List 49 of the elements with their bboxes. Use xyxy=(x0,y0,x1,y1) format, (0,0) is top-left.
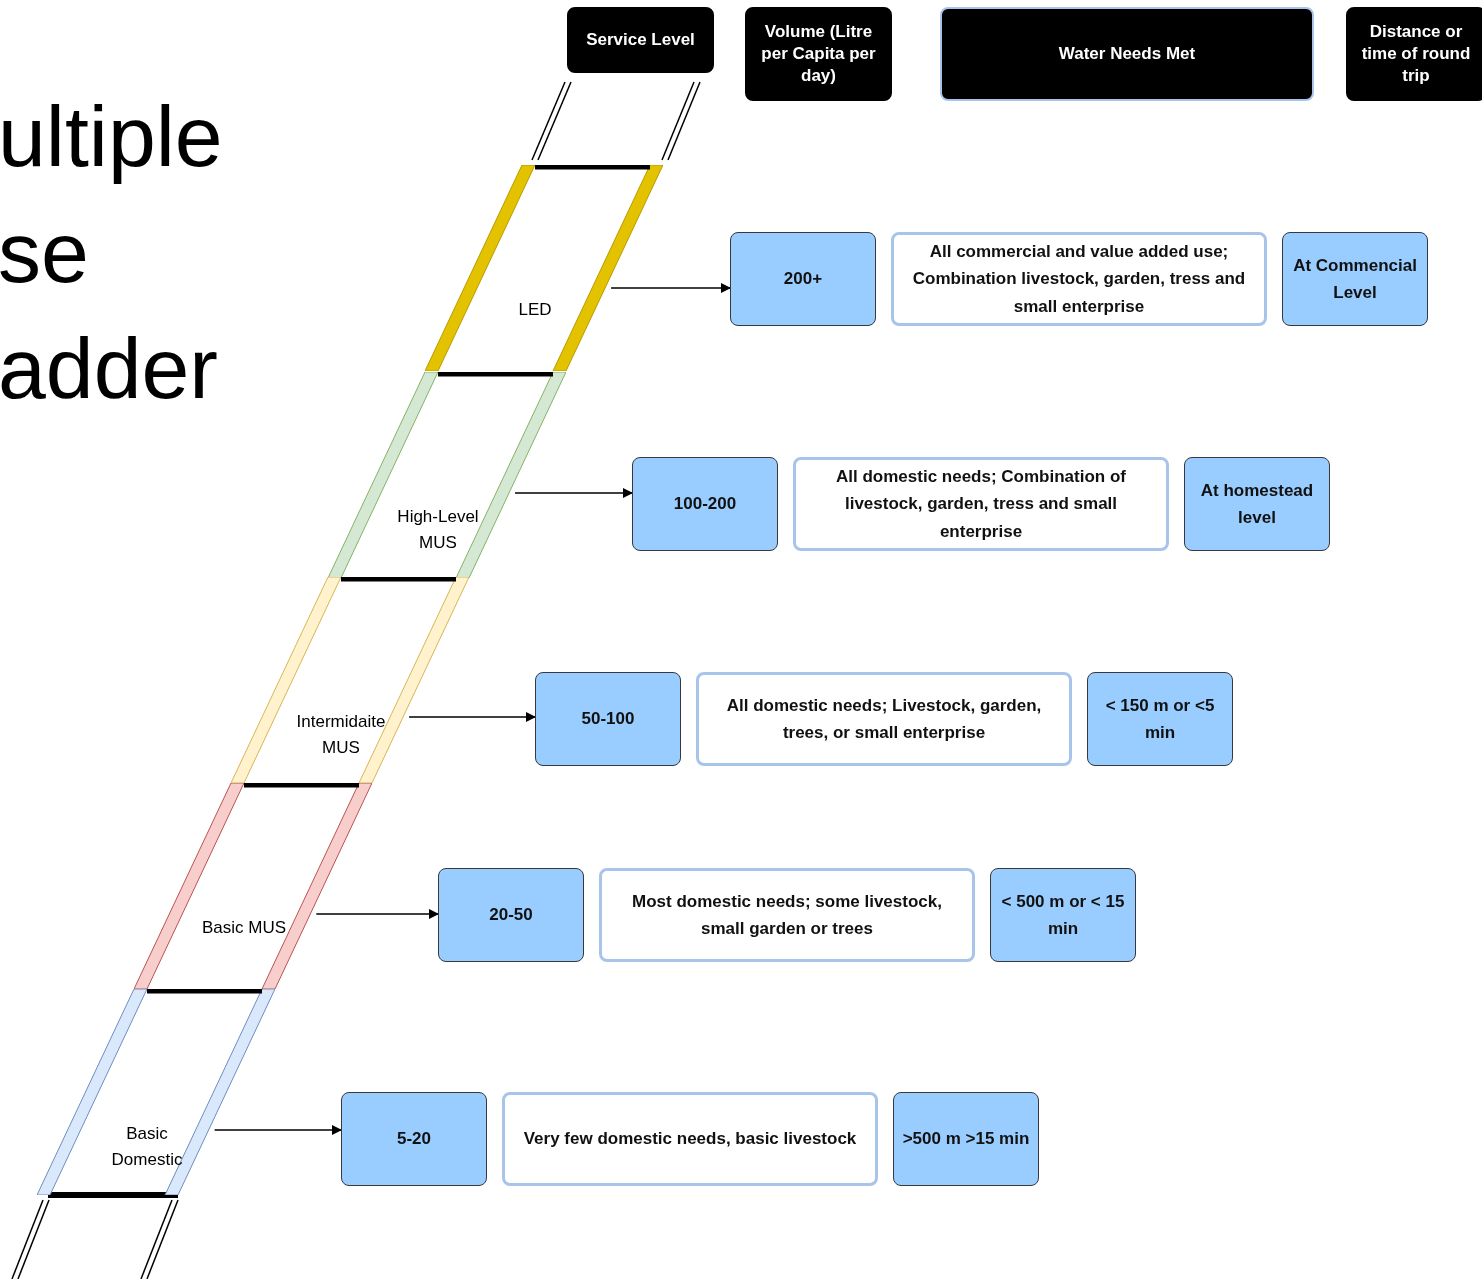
box-text: At homestead level xyxy=(1199,479,1315,529)
header-box xyxy=(940,7,1314,101)
distance-box xyxy=(1087,672,1233,766)
needs-box xyxy=(696,672,1072,766)
header-text: Water Needs Met xyxy=(1058,42,1196,65)
needs-box xyxy=(891,232,1267,326)
volume-box xyxy=(730,232,876,326)
needs-box xyxy=(599,868,975,962)
box-text: All commercial and value added use; Combination livestock, garden, tress and small enterprise xyxy=(911,241,1247,318)
service-level-label: Intermidaite MUS xyxy=(295,711,387,760)
service-level-label: Basic MUS xyxy=(201,917,287,939)
box-text: At Commencial Level xyxy=(1292,254,1418,304)
volume-box xyxy=(535,672,681,766)
header-box xyxy=(745,7,892,101)
distance-box xyxy=(1184,457,1330,551)
box-text: 200+ xyxy=(783,268,823,291)
box-text: 50-100 xyxy=(581,708,635,731)
volume-box xyxy=(632,457,778,551)
arrow xyxy=(408,712,536,722)
service-level-label: LED xyxy=(518,299,552,321)
box-text: 5-20 xyxy=(397,1128,431,1151)
box-text: 20-50 xyxy=(489,904,533,927)
volume-box xyxy=(438,868,584,962)
header-text: Distance or time of round trip xyxy=(1360,20,1472,88)
box-text: 100-200 xyxy=(673,493,737,516)
arrow xyxy=(610,283,731,293)
slide-title: ultiple se adder xyxy=(0,87,224,418)
header-box xyxy=(567,7,714,73)
box-text: < 150 m or <5 min xyxy=(1104,694,1216,744)
box-text: >500 m >15 min xyxy=(902,1128,1030,1151)
service-level-label: High-Level MUS xyxy=(396,506,480,555)
header-box xyxy=(1346,7,1482,101)
distance-box xyxy=(990,868,1136,962)
header-text: Service Level xyxy=(586,28,695,51)
box-text: Very few domestic needs, basic livestock xyxy=(523,1128,857,1151)
needs-box xyxy=(502,1092,878,1186)
arrow xyxy=(315,909,439,919)
box-text: All domestic needs; Combination of livestock, garden, tress and small enterprise xyxy=(835,466,1127,543)
needs-box xyxy=(793,457,1169,551)
arrow xyxy=(514,488,633,498)
box-text: All domestic needs; Livestock, garden, trees, or small enterprise xyxy=(725,694,1043,744)
distance-box xyxy=(893,1092,1039,1186)
distance-box xyxy=(1282,232,1428,326)
service-level-label: Basic Domestic xyxy=(110,1123,184,1172)
volume-box xyxy=(341,1092,487,1186)
arrow xyxy=(213,1125,342,1135)
header-text: Volume (Litre per Capita per day) xyxy=(760,20,877,88)
box-text: Most domestic needs; some livestock, small garden or trees xyxy=(631,890,943,940)
box-text: < 500 m or < 15 min xyxy=(1000,890,1126,940)
